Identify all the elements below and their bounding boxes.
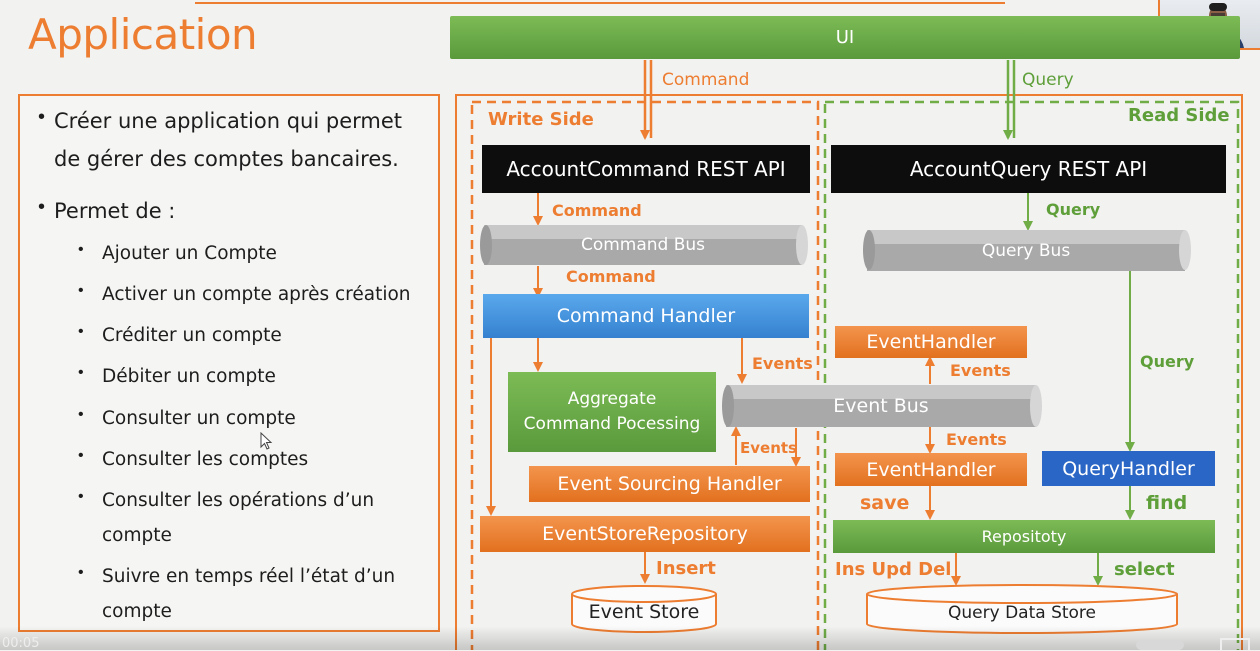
- event-store: Event Store: [588, 601, 700, 623]
- account-command-rest-api: AccountCommand REST API: [482, 145, 810, 193]
- find-label: find: [1146, 492, 1188, 514]
- feature-item: Créditer un compte: [102, 325, 282, 346]
- sub-bullet-icon: •: [78, 323, 84, 340]
- bullet-intro-line1: Créer une application qui permet: [54, 109, 402, 133]
- bullet-intro: Créer une application qui permet de gére…: [54, 102, 434, 178]
- feature-item: Ajouter un Compte: [102, 243, 277, 264]
- insert-label: Insert: [656, 558, 716, 579]
- page-title: Application: [28, 10, 258, 59]
- sub-bullet-icon: •: [78, 364, 84, 381]
- feature-item-line1: Consulter les opérations d’un: [102, 490, 375, 511]
- event-handler-top: EventHandler: [835, 326, 1027, 358]
- event-store-repository: EventStoreRepository: [480, 516, 810, 552]
- event-sourcing-handler: Event Sourcing Handler: [529, 466, 810, 502]
- command-flow-label: Command: [662, 70, 750, 90]
- query-bus-pipe: [863, 230, 1191, 271]
- feature-item: Suivre en temps réel l’état d’un compte: [102, 559, 432, 629]
- diagram-frame: [455, 94, 1243, 650]
- repository: Repositoty: [833, 520, 1215, 553]
- sub-bullet-icon: •: [78, 564, 84, 581]
- query-label: Query: [1140, 352, 1195, 371]
- query-flow-label: Query: [1022, 70, 1074, 90]
- feature-item-line1: Suivre en temps réel l’état d’un: [102, 566, 396, 587]
- event-store-cylinder: [571, 585, 717, 633]
- feature-item: Consulter un compte: [102, 408, 296, 429]
- command-bus: Command Bus: [580, 235, 706, 255]
- feature-item-line2: compte: [102, 601, 172, 622]
- ui-layer: UI: [450, 16, 1240, 59]
- query-bus: Query Bus: [981, 240, 1071, 261]
- command-bus-pipe: [480, 225, 808, 265]
- command-label: Command: [552, 201, 642, 220]
- event-bus-pipe: [722, 385, 1042, 427]
- events-label: Events: [946, 430, 1007, 449]
- query-data-store: Query Data Store: [948, 603, 1096, 623]
- fullscreen-icon[interactable]: [1220, 638, 1250, 650]
- write-side-label: Write Side: [488, 109, 594, 130]
- feature-item: Débiter un compte: [102, 366, 276, 387]
- read-side-boundary: [823, 100, 1240, 650]
- aggregate-subtitle: Command Pocessing: [523, 414, 701, 434]
- command-label: Command: [566, 267, 656, 286]
- events-label: Events: [950, 361, 1011, 380]
- save-label: save: [860, 492, 910, 514]
- query-label: Query: [1046, 200, 1101, 219]
- read-side-label: Read Side: [1128, 105, 1230, 126]
- mouse-cursor-icon: [260, 432, 273, 450]
- query-data-store-cylinder: [866, 584, 1178, 634]
- video-control-bar[interactable]: [0, 626, 1260, 650]
- video-timecode: 00:05: [2, 636, 40, 651]
- query-handler: QueryHandler: [1042, 451, 1215, 486]
- top-divider: [195, 2, 1005, 4]
- feature-item-line2: compte: [102, 525, 172, 546]
- event-bus: Event Bus: [833, 395, 929, 417]
- ins-upd-del-label: Ins Upd Del: [835, 559, 952, 580]
- bullet-features-heading: Permet de :: [54, 199, 176, 223]
- sub-bullet-icon: •: [78, 488, 84, 505]
- feature-item: Activer un compte après création: [102, 284, 411, 305]
- sub-bullet-icon: •: [78, 282, 84, 299]
- feature-item: Consulter les comptes: [102, 449, 309, 470]
- events-label: Events: [740, 439, 797, 457]
- events-label: Events: [752, 354, 813, 373]
- bullet-intro-line2: de gérer des comptes bancaires.: [54, 147, 399, 171]
- aggregate-command-processing: Aggregate Command Pocessing: [508, 372, 716, 452]
- sub-bullet-icon: •: [78, 406, 84, 423]
- sub-bullet-icon: •: [78, 447, 84, 464]
- bullet-icon: •: [38, 106, 46, 128]
- sub-bullet-icon: •: [78, 241, 84, 258]
- select-label: select: [1114, 559, 1175, 580]
- command-handler: Command Handler: [483, 294, 809, 338]
- account-query-rest-api: AccountQuery REST API: [831, 145, 1226, 193]
- aggregate-title: Aggregate: [567, 389, 657, 409]
- event-handler-bottom: EventHandler: [835, 453, 1027, 486]
- autoplay-toggle[interactable]: [1136, 640, 1184, 650]
- description-panel: • Créer une application qui permet de gé…: [18, 94, 440, 632]
- feature-item: Consulter les opérations d’un compte: [102, 483, 432, 553]
- bullet-icon: •: [38, 196, 46, 218]
